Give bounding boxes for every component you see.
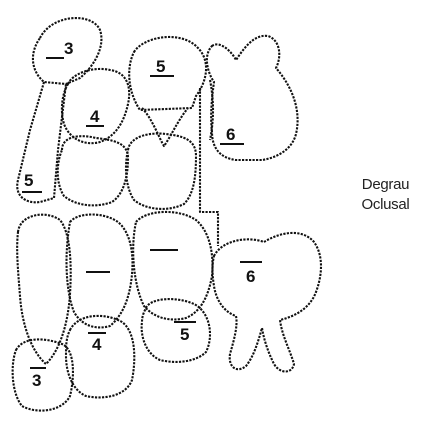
occlusal-step-line [200,88,218,246]
upper-premolar-5 [126,37,206,209]
upper-canine-root-label: 5 [24,171,33,190]
lower-premolar-5 [133,212,212,362]
lower-canine-label: 3 [32,371,41,390]
lower-molar-6 [213,233,322,372]
caption-line-1: Degrau [348,176,423,193]
upper-canine-label: 3 [64,39,73,58]
lower-premolar-4 [66,215,134,398]
upper-molar-6-label: 6 [226,125,235,144]
upper-molar-6 [207,36,298,160]
upper-premolar-5-label: 5 [156,57,165,76]
lower-canine [13,215,73,411]
upper-premolar-4 [58,69,129,205]
caption-line-2: Oclusal [348,196,423,213]
upper-premolar-4-label: 4 [90,107,100,126]
lower-molar-6-label: 6 [246,267,255,286]
lower-premolar-5-label: 5 [180,325,189,344]
lower-premolar-4-label: 4 [92,335,102,354]
